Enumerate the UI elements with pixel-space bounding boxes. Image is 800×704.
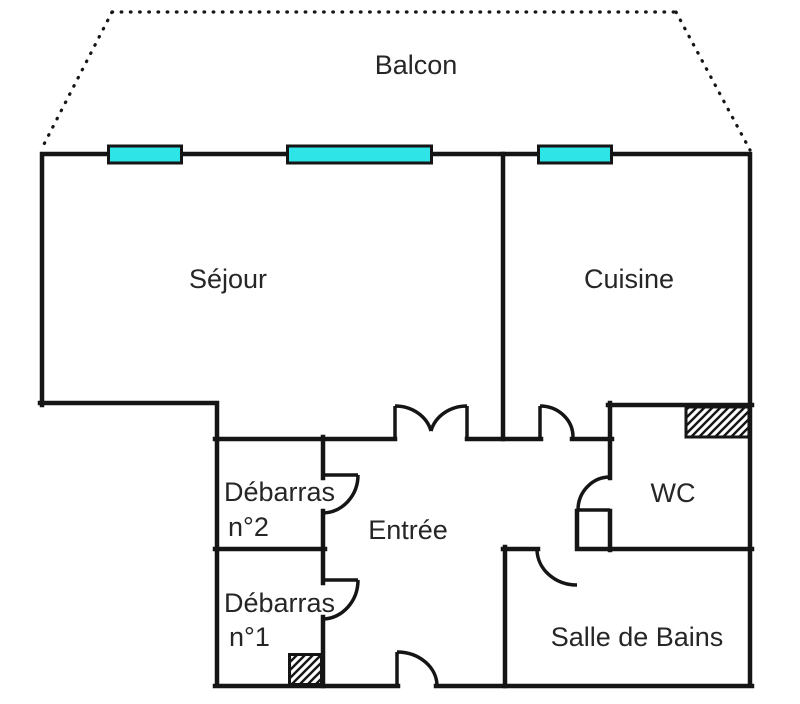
door-debarras-2 xyxy=(322,473,360,515)
room-label-cuisine: Cuisine xyxy=(584,264,674,294)
door-debarras-1 xyxy=(322,578,360,621)
door-cuisine xyxy=(538,404,575,439)
hatch-duct-debarras-1 xyxy=(288,653,323,686)
door-wc xyxy=(576,475,611,512)
balcony-label: Balcon xyxy=(375,50,458,80)
room-label-debarras-1-line2: n°1 xyxy=(229,622,270,652)
room-label-debarras-1-line1: Débarras xyxy=(224,588,335,618)
walls-wc xyxy=(574,400,755,553)
door-double-sejour-entree xyxy=(393,404,469,439)
door-salle-de-bains xyxy=(535,549,578,587)
window-sejour-left xyxy=(107,144,183,165)
window-sejour-center xyxy=(286,144,433,165)
window-cuisine xyxy=(537,144,613,165)
room-label-sejour: Séjour xyxy=(189,264,267,294)
walls-debarras xyxy=(212,434,328,689)
room-label-debarras-2-line1: Débarras xyxy=(224,477,335,507)
walls-salle-de-bains xyxy=(500,544,541,689)
door-entrance-main xyxy=(395,650,439,687)
room-label-entree: Entrée xyxy=(368,515,448,545)
hatch-duct-wc xyxy=(684,405,751,439)
room-label-salle-de-bains: Salle de Bains xyxy=(551,622,724,652)
room-label-debarras-2-line2: n°2 xyxy=(228,512,269,542)
balcony-outline xyxy=(39,10,752,152)
room-label-wc: WC xyxy=(651,478,696,508)
